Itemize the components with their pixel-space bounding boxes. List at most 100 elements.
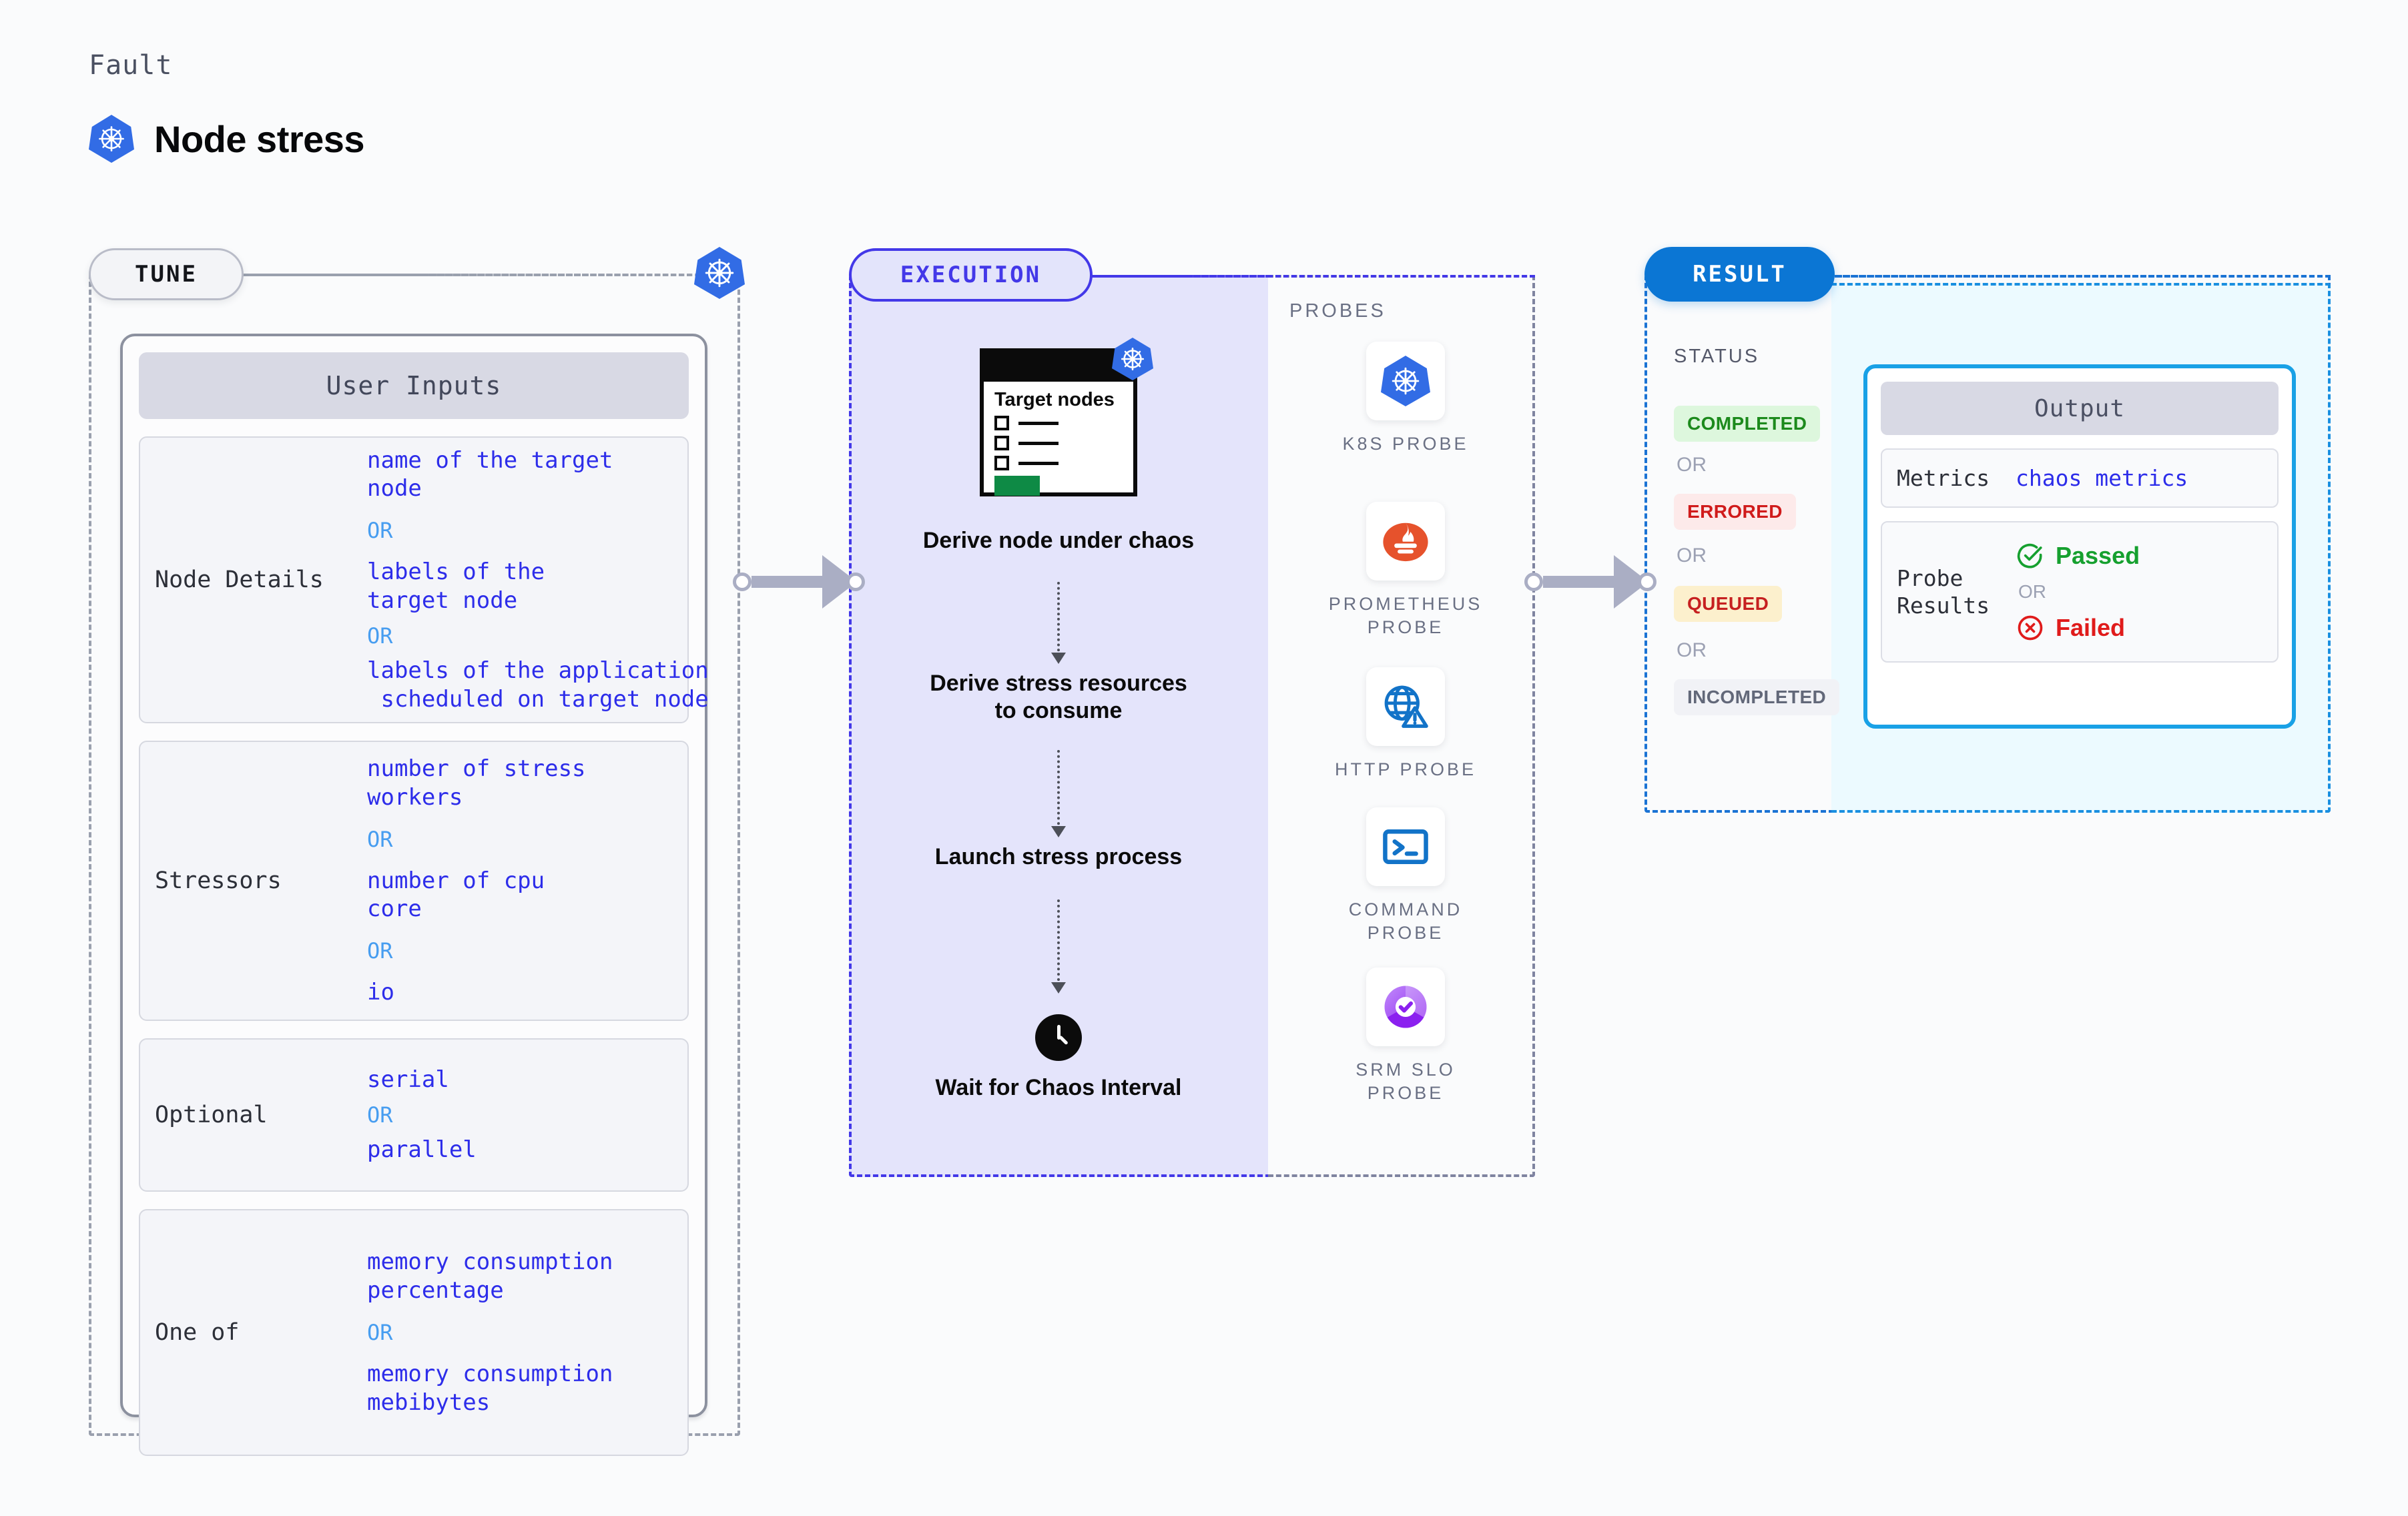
user-inputs-header: User Inputs xyxy=(139,352,689,419)
probe-label: HTTP PROBE xyxy=(1334,759,1477,779)
output-value-metrics: chaos metrics xyxy=(2016,465,2188,492)
param-values: serial OR parallel xyxy=(367,1066,477,1164)
param-value: number of stress workers xyxy=(367,755,586,811)
step-label-wait-chaos: Wait for Chaos Interval xyxy=(935,1075,1182,1100)
placeholder-line xyxy=(1018,421,1059,425)
or-separator: OR xyxy=(367,623,393,649)
param-row-one-of: One of memory consumption percentage OR … xyxy=(139,1209,689,1456)
checkbox-icon xyxy=(994,416,1009,431)
probe-label: K8S PROBE xyxy=(1342,434,1469,454)
target-nodes-card: Target nodes xyxy=(980,338,1153,496)
probe-result-passed: Passed xyxy=(2016,541,2140,571)
param-value: memory consumption percentage xyxy=(367,1248,613,1304)
execution-flow: Target nodes xyxy=(849,275,1268,1177)
or-separator: OR xyxy=(367,518,393,544)
connector-start-dot xyxy=(733,573,751,591)
flow-arrow-head xyxy=(1051,982,1066,994)
tune-pill-connector xyxy=(244,274,692,276)
or-separator: OR xyxy=(1677,544,1707,566)
checkbox-icon xyxy=(994,456,1009,471)
output-label-probe-results: Probe Results xyxy=(1897,565,1990,619)
param-value: labels of the application scheduled on t… xyxy=(367,657,709,713)
target-nodes-title: Target nodes xyxy=(994,389,1115,410)
status-badge-completed: COMPLETED xyxy=(1674,406,1821,442)
probe-item-srm-slo[interactable]: SRM SLO PROBE xyxy=(1325,968,1486,1105)
param-label: Optional xyxy=(155,1102,268,1128)
status-badge-errored: ERRORED xyxy=(1674,494,1796,530)
connector-end-dot xyxy=(1638,573,1657,591)
output-row-metrics: Metrics chaos metrics xyxy=(1881,448,2279,508)
probe-label: SRM SLO PROBE xyxy=(1356,1060,1456,1104)
param-row-stressors: Stressors number of stress workers OR nu… xyxy=(139,741,689,1021)
connector-start-dot xyxy=(1524,573,1543,591)
page-title: Node stress xyxy=(154,117,365,160)
status-badge-incompleted: INCOMPLETED xyxy=(1674,679,1840,715)
clock-icon xyxy=(1035,1014,1082,1061)
probe-label: COMMAND PROBE xyxy=(1348,899,1463,943)
param-value: labels of the target node xyxy=(367,558,545,614)
flow-arrow-line xyxy=(1057,582,1060,657)
kubernetes-badge-card xyxy=(1112,338,1153,380)
connector-end-dot xyxy=(846,573,865,591)
or-separator: OR xyxy=(367,938,393,964)
kubernetes-icon xyxy=(89,115,134,163)
slo-donut-check-icon xyxy=(1366,968,1445,1046)
list-item xyxy=(994,436,1133,451)
flow-arrow-line xyxy=(1057,899,1060,986)
status-badge-queued: QUEUED xyxy=(1674,586,1783,622)
connector-tune-to-execution xyxy=(733,555,865,609)
step-label-derive-node: Derive node under chaos xyxy=(922,528,1195,553)
terminal-icon xyxy=(1366,807,1445,886)
execution-stage-pill[interactable]: EXECUTION xyxy=(849,248,1093,302)
or-separator: OR xyxy=(367,1102,393,1128)
card-title-bar xyxy=(984,352,1133,382)
output-row-probe-results: Probe Results Passed OR Faile xyxy=(1881,521,2279,663)
tune-stage-pill[interactable]: TUNE xyxy=(89,248,244,300)
or-separator: OR xyxy=(1677,454,1707,476)
connector-execution-to-result xyxy=(1524,555,1657,609)
step-label-launch-stress: Launch stress process xyxy=(934,844,1183,869)
probe-result-values: Passed OR Failed xyxy=(2016,541,2140,643)
or-separator: OR xyxy=(367,1320,393,1345)
list-item xyxy=(994,416,1133,431)
output-label-metrics: Metrics xyxy=(1897,465,1990,491)
param-values: memory consumption percentage OR memory … xyxy=(367,1248,613,1417)
param-value: memory consumption mebibytes xyxy=(367,1361,613,1416)
kubernetes-icon xyxy=(1366,342,1445,420)
probe-item-prometheus[interactable]: PROMETHEUS PROBE xyxy=(1325,502,1486,639)
flow-arrow-head xyxy=(1051,653,1066,664)
placeholder-line xyxy=(1018,441,1059,445)
kubernetes-badge-tune xyxy=(694,247,745,299)
param-value: io xyxy=(367,979,394,1006)
result-pill-connector xyxy=(1835,275,2331,278)
param-label: Stressors xyxy=(155,867,282,894)
selected-node-highlight xyxy=(994,476,1040,496)
probe-result-failed: Failed xyxy=(2016,613,2140,643)
target-node-list xyxy=(984,410,1133,471)
execution-pill-connector xyxy=(1093,275,1535,278)
page-eyebrow: Fault xyxy=(89,50,173,81)
probe-item-k8s[interactable]: K8S PROBE xyxy=(1325,342,1486,456)
probe-item-command[interactable]: COMMAND PROBE xyxy=(1325,807,1486,945)
param-values: name of the target node OR labels of the… xyxy=(367,446,709,714)
param-value: number of cpu core xyxy=(367,867,545,923)
step-label-derive-stress: Derive stress resources to consume xyxy=(930,671,1187,724)
flow-arrow-line xyxy=(1057,750,1060,830)
check-circle-icon xyxy=(2017,544,2042,568)
param-values: number of stress workers OR number of cp… xyxy=(367,755,586,1007)
globe-warning-icon xyxy=(1366,667,1445,746)
param-row-node-details: Node Details name of the target node OR … xyxy=(139,436,709,723)
param-label: Node Details xyxy=(155,566,324,593)
probe-label: PROMETHEUS PROBE xyxy=(1328,594,1483,638)
or-separator: OR xyxy=(367,826,393,852)
result-stage-pill[interactable]: RESULT xyxy=(1644,247,1835,302)
param-value: serial xyxy=(367,1066,449,1094)
connector-bar xyxy=(1543,576,1615,588)
user-inputs-card: User Inputs Node Details name of the tar… xyxy=(120,334,709,1456)
placeholder-line xyxy=(1018,461,1059,465)
connector-bar xyxy=(751,576,824,588)
probe-result-passed-label: Passed xyxy=(2056,542,2140,570)
probe-item-http[interactable]: HTTP PROBE xyxy=(1325,667,1486,781)
or-separator: OR xyxy=(2018,581,2046,603)
